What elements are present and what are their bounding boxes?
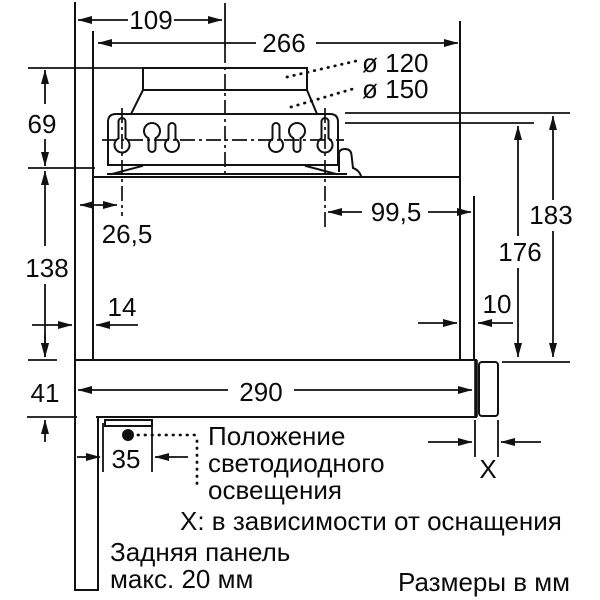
dim-dia-120: ø 120 — [362, 48, 429, 78]
dim-26-5: 26,5 — [102, 219, 153, 249]
units-note: Размеры в мм — [398, 567, 570, 597]
led-note-line2: светодиодного — [208, 448, 385, 478]
base-end-cap — [478, 361, 499, 417]
duct-adapter-left — [129, 88, 145, 116]
mounting-keyholes — [113, 117, 334, 154]
back-panel-note-line2: макс. 20 мм — [110, 564, 253, 594]
dim-35: 35 — [112, 444, 141, 474]
extension-lines — [27, 67, 570, 472]
plinth-right-bevel — [304, 164, 338, 176]
keyhole-pair-left-b — [164, 122, 180, 153]
dimension-labels: 109 266 ø 120 ø 150 69 26,5 99,5 183 176… — [25, 5, 572, 484]
led-position-dot — [122, 429, 134, 441]
dim-10: 10 — [483, 289, 512, 319]
led-note-line1: Положение — [208, 421, 345, 451]
dim-41: 41 — [31, 378, 60, 408]
dim-176: 176 — [498, 237, 541, 267]
led-note-line3: освещения — [208, 475, 342, 505]
leader-dia150 — [289, 86, 358, 109]
x-equipment-note: X: в зависимости от оснащения — [180, 506, 562, 536]
mounting-bracket — [107, 113, 339, 166]
keyhole-pair-left-a — [143, 122, 161, 153]
keyhole-pair-right-a — [268, 122, 284, 153]
dimension-arrows — [32, 16, 557, 461]
dim-14: 14 — [108, 292, 137, 322]
dim-266: 266 — [262, 28, 305, 58]
keyhole-pair-right-b — [288, 122, 306, 153]
product-outline — [74, 2, 499, 591]
annotations: Положение светодиодного освещения X: в з… — [110, 421, 570, 597]
led-module — [104, 419, 153, 427]
clip-tab — [338, 147, 363, 178]
dim-dia-150: ø 150 — [362, 74, 429, 104]
dim-99-5: 99,5 — [371, 197, 422, 227]
center-lines — [102, 3, 344, 228]
dim-69: 69 — [28, 109, 57, 139]
plinth-left-bevel — [110, 164, 144, 176]
dim-x: X — [479, 454, 496, 484]
dim-138: 138 — [25, 253, 68, 283]
dim-109: 109 — [129, 5, 172, 35]
leader-dia120 — [285, 59, 358, 79]
back-panel-note-line1: Задняя панель — [110, 537, 290, 567]
dim-183: 183 — [529, 200, 572, 230]
dim-290: 290 — [239, 377, 282, 407]
leader-lines — [122, 59, 358, 489]
